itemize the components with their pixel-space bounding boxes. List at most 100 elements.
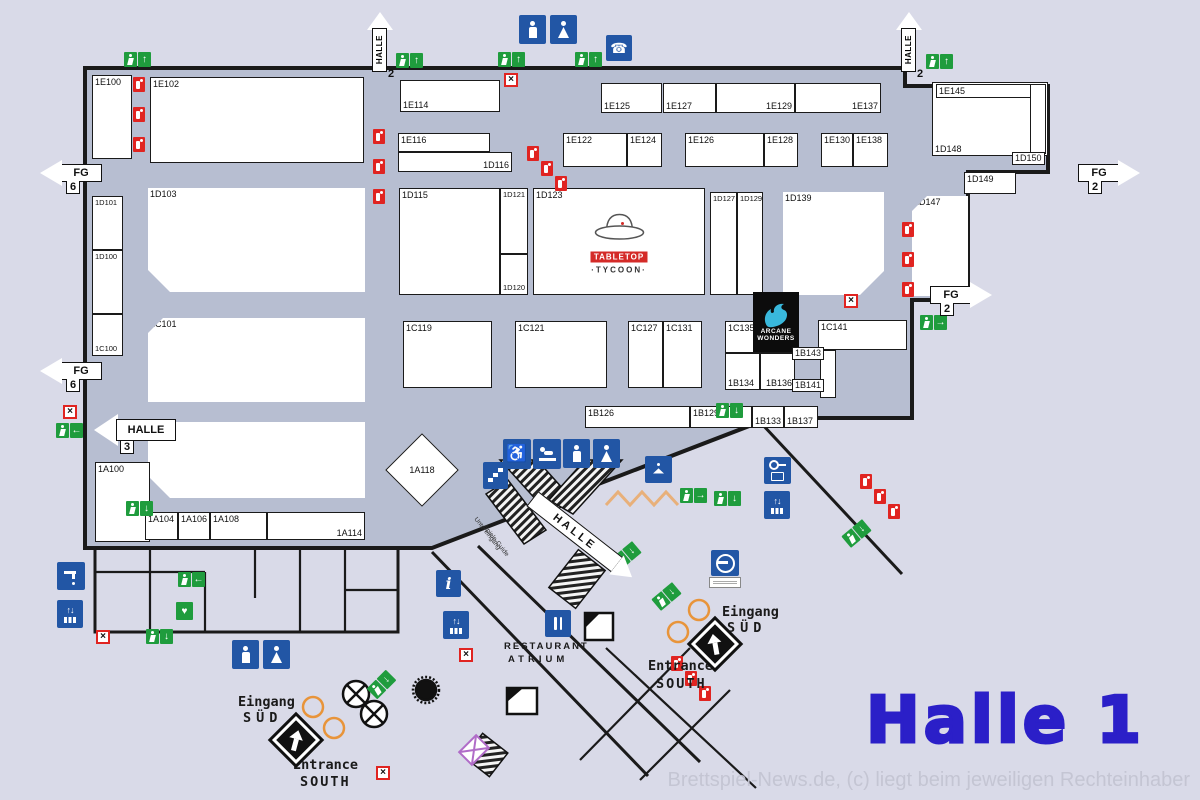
cloakroom-icon: ▲ <box>645 456 672 483</box>
booth-label: 1D129 <box>740 194 763 203</box>
booth-1D115: 1D115 <box>399 188 500 295</box>
booth-label: 1A106 <box>181 514 208 524</box>
booth-1C101: 1C101 <box>148 318 365 402</box>
fire-extinguisher-icon <box>902 222 914 237</box>
phone-icon: ☎ <box>606 35 632 61</box>
wc-women-icon <box>263 640 290 669</box>
map-label: Eingang <box>722 604 779 620</box>
booth-1E126: 1E126 <box>685 133 764 167</box>
booth-1E125: 1E125 <box>601 83 662 113</box>
water-tap-icon <box>57 562 85 590</box>
booth-label: 1D149 <box>967 174 994 184</box>
fire-extinguisher-icon <box>902 252 914 267</box>
fire-extinguisher-icon <box>133 107 145 122</box>
map-label: 1B143 <box>792 347 825 360</box>
booth-label: 1D148 <box>935 144 962 154</box>
booth-label: 1E126 <box>688 135 715 145</box>
booth-label: 1A100 <box>98 464 125 474</box>
booth-label: 1E128 <box>767 135 794 145</box>
booth-1E137: 1E137 <box>795 83 881 113</box>
booth-label: 1D121 <box>503 190 526 199</box>
booth-label: 1E130 <box>824 135 851 145</box>
booth-label: 1E116 <box>401 135 427 145</box>
ttt-line2: ·TYCOON· <box>591 265 647 274</box>
fire-extinguisher-icon <box>888 504 900 519</box>
fire-extinguisher-icon <box>133 77 145 92</box>
baby-changing-icon <box>533 439 561 469</box>
booth-1E128: 1E128 <box>764 133 798 167</box>
booth-label: 1D101 <box>95 198 118 207</box>
map-label: Entrance <box>293 757 359 773</box>
booth-1B136: 1B136 <box>760 353 795 390</box>
fire-alarm-icon: × <box>504 73 518 87</box>
smoking-area-icon <box>709 550 741 588</box>
fire-alarm-icon: × <box>63 405 77 419</box>
booth-1C131: 1C131 <box>663 321 702 388</box>
hall-title: Halle 1 <box>865 683 1145 760</box>
map-label: SOUTH <box>300 774 351 790</box>
room-walls <box>93 422 904 789</box>
booth-1B126: 1B126 <box>585 406 690 428</box>
fire-extinguisher-icon <box>671 656 683 671</box>
arcane-wonders-logo: ARCANE WONDERS <box>753 292 799 352</box>
booth-label: 1C135 <box>728 323 755 333</box>
booth-label: 1B129 <box>693 408 720 418</box>
fire-extinguisher-icon <box>860 474 872 489</box>
elevator-icon: ↑↓ <box>57 600 83 628</box>
booth-1E114: 1E114 <box>400 80 500 112</box>
booth-1B133: 1B133 <box>752 406 784 428</box>
emergency-exit-icon: ← <box>56 423 83 438</box>
booth-1D129: 1D129 <box>737 192 763 295</box>
booth-label: 1B136 <box>765 378 792 388</box>
wc-women-icon <box>550 15 577 44</box>
fire-extinguisher-icon <box>373 129 385 144</box>
booth-label: 1E102 <box>153 79 180 89</box>
booth-label: 1D139 <box>785 193 812 203</box>
fire-alarm-icon: × <box>96 630 110 644</box>
escalator-icon <box>483 462 508 489</box>
booth-label: 1D123 <box>536 190 563 200</box>
map-label: Eingang <box>238 694 295 710</box>
map-label: Entrance <box>648 658 714 674</box>
booth-1B137: 1B137 <box>784 406 818 428</box>
starburst <box>414 678 438 702</box>
booth-1A104: 1A104 <box>145 512 178 540</box>
booth-label: 1A118 <box>409 465 435 475</box>
restaurant-icon <box>545 610 571 637</box>
booth-1B103: 1B103 <box>148 422 365 498</box>
map-label: ATRIUM <box>508 654 569 665</box>
booth-label: 1B126 <box>588 408 615 418</box>
lockers-icon <box>764 457 791 484</box>
booth-1D139: 1D139 <box>783 192 884 295</box>
booth-label: 1C101 <box>150 319 177 329</box>
booth-label: 1B133 <box>755 416 782 426</box>
booth-label: 1E137 <box>851 101 878 111</box>
booth-label: 1C100 <box>95 344 118 353</box>
fire-alarm-icon: × <box>376 766 390 780</box>
booth-label: 1B137 <box>787 416 814 426</box>
booth-1E130: 1E130 <box>821 133 853 167</box>
booth-1A106: 1A106 <box>178 512 210 540</box>
emergency-exit-icon: ↓ <box>146 629 173 644</box>
fire-extinguisher-icon <box>541 161 553 176</box>
arcane-line2: WONDERS <box>757 335 795 342</box>
booth-1D100: 1D100 <box>92 250 123 314</box>
booth-1E129: 1E129 <box>716 83 795 113</box>
map-label: SÜD <box>727 620 767 636</box>
map-label: RESTAURANT <box>504 641 589 652</box>
emergency-exit-icon: ↑ <box>124 52 151 67</box>
emergency-exit-icon: ↑ <box>396 53 423 68</box>
arcane-dragon-icon <box>764 303 788 328</box>
revolving-doors <box>301 598 711 740</box>
booth-1E138: 1E138 <box>853 133 888 167</box>
round-pillars <box>341 675 441 729</box>
booth-1E122: 1E122 <box>563 133 627 167</box>
booth-1E102: 1E102 <box>150 77 364 163</box>
fire-extinguisher-icon <box>555 176 567 191</box>
booth-1D103: 1D103 <box>148 188 365 292</box>
emergency-exit-icon: → <box>680 488 707 503</box>
booth-1D147: 1D147 <box>912 196 968 296</box>
fire-extinguisher-icon <box>874 489 886 504</box>
